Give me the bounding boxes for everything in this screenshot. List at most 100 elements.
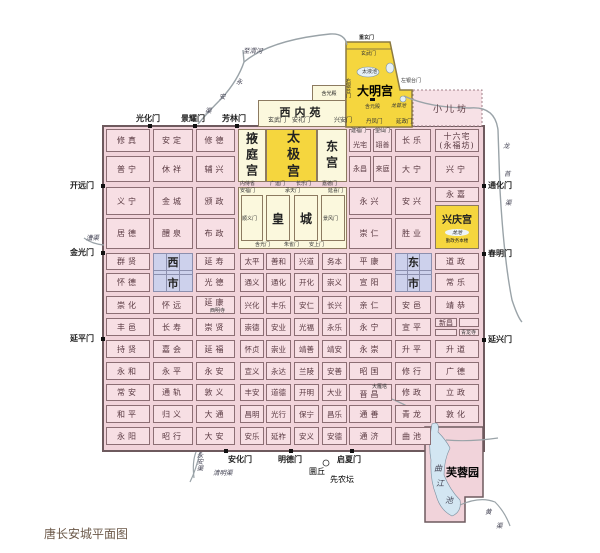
ward: 保宁 (294, 405, 319, 423)
dayan-pagoda: 大雁塔 (372, 384, 388, 390)
anhua-gate[interactable]: 安化门 (228, 455, 252, 464)
guangyun-gate[interactable]: 广运门 (270, 181, 286, 187)
yongan-canal-south (192, 451, 197, 479)
gate-marker (101, 337, 105, 341)
ward: 昭行 (153, 427, 193, 445)
yanxing-gate[interactable]: 延兴门 (488, 335, 512, 344)
taiye-pond-label: 太液池 (362, 69, 378, 75)
canal-to-daming (243, 33, 348, 63)
ward: 归义 (153, 405, 193, 423)
gate-marker (482, 338, 486, 342)
ward: 平康 (349, 253, 392, 270)
ward: 辅兴 (196, 156, 235, 182)
ward: 长乐 (395, 129, 431, 152)
qujiang-pond (429, 422, 461, 517)
anfu-gate[interactable]: 安福门 (240, 188, 256, 194)
yongan-canal-south-label: 永安渠 (195, 452, 203, 472)
ward: 太平 (240, 253, 264, 270)
hanguang-gate[interactable]: 含光门 (255, 242, 271, 248)
xingqing-palace: 兴庆宫 龙池 勤政务本楼 (435, 205, 479, 249)
ward: 延福 (196, 340, 235, 358)
west-inner-garden: 西内苑 (258, 100, 346, 127)
ward: 永宁 (349, 318, 392, 336)
anshang-gate[interactable]: 安上门 (309, 242, 325, 248)
jinguang-gate[interactable]: 金光门 (70, 248, 94, 257)
chongxuan-gate[interactable]: 重玄门 (359, 35, 375, 41)
yongan-canal-label-2: 安 (219, 93, 226, 101)
jiade-gate[interactable]: 嘉德门 (322, 181, 338, 187)
ward: 永达 (266, 362, 291, 380)
huang-canal-label-2: 渠 (496, 522, 503, 530)
gate-marker (224, 449, 228, 453)
ward: 来庭 (373, 156, 392, 182)
danfeng-gate[interactable]: 丹凤门 (366, 119, 383, 125)
ward: 崇贤 (196, 318, 235, 336)
hanyuan-hall-label: 含元殿 (365, 104, 381, 110)
longshou-pond-mark (399, 95, 407, 103)
yanping-gate[interactable]: 延平门 (70, 334, 94, 343)
mingde-gate[interactable]: 明德门 (278, 455, 302, 464)
ward: 通轨 (153, 384, 193, 401)
chengtian-gate[interactable]: 承天门 (285, 188, 301, 194)
long-pond: 龙池 (444, 229, 469, 236)
ward: 亲仁 (349, 296, 392, 314)
ward: 延康 (196, 296, 235, 314)
market-cell (154, 254, 166, 270)
ward: 道政 (435, 253, 479, 270)
ward-subdivision (459, 329, 479, 336)
zhuque-gate[interactable]: 朱雀门 (284, 242, 300, 248)
daming-xuanwu-gate[interactable]: 玄武门 (361, 51, 377, 57)
ward: 永崇 (349, 340, 392, 358)
ward: 丰邑 (106, 318, 150, 336)
market-cell (420, 254, 431, 270)
ward: 靖恭 (435, 296, 479, 314)
market-cell (180, 271, 192, 274)
market-cell (180, 254, 192, 270)
ward: 光福 (294, 318, 319, 336)
wangxian-gate[interactable]: 望仙门 (375, 128, 391, 134)
daming-palace-label: 大明宫 (357, 84, 394, 98)
youyintai-gate[interactable]: 右银台门 (345, 78, 351, 98)
xingan-gate[interactable]: 兴安门 (334, 117, 353, 124)
zuoyintai-gate[interactable]: 左银台门 (401, 78, 422, 84)
yongan-canal-label-1: 永 (236, 78, 243, 86)
ward: 丰安 (240, 384, 264, 401)
changle-gate[interactable]: 长乐门 (296, 181, 312, 187)
chunming-gate[interactable]: 春明门 (488, 249, 512, 258)
market-cell (167, 271, 179, 274)
jianfu-gate[interactable]: 建福门 (351, 128, 367, 134)
yanxi-gate[interactable]: 延喜门 (328, 188, 344, 194)
jingyao-gate[interactable]: 景耀门 (181, 114, 205, 123)
ward: 大通 (196, 405, 235, 423)
ward: 延祚 (266, 427, 291, 445)
guanghua-gate[interactable]: 光化门 (136, 114, 160, 123)
ward: 永和 (106, 362, 150, 380)
ward: 曲池 (395, 427, 431, 445)
furong-garden-label: 芙蓉园 (446, 466, 479, 479)
shunyi-gate[interactable]: 顺义门 (242, 216, 258, 222)
jingfeng-gate[interactable]: 景风门 (323, 216, 339, 222)
xuanwu-gate[interactable]: 玄武门 (268, 117, 287, 124)
ward: 永嘉 (435, 187, 479, 202)
ward-subdivision (459, 318, 479, 327)
ward: 大业 (322, 384, 347, 401)
anli-gate[interactable]: 安礼门 (292, 117, 311, 124)
longshou-canal-label-1: 龙 (503, 142, 510, 150)
ward: 新昌 (435, 318, 457, 327)
ward: 宣阳 (349, 273, 392, 292)
ward: 开明 (294, 384, 319, 401)
ward: 安业 (266, 318, 291, 336)
market-cell (180, 275, 192, 291)
yanzheng-gate[interactable]: 延政门 (396, 119, 413, 125)
ward: 崇仁 (349, 218, 392, 249)
ward: 通济 (349, 427, 392, 445)
ward: 十六宅(永福坊) (435, 129, 479, 152)
yuanqiu-label: 圜丘 (309, 467, 325, 476)
ward: 群贤 (106, 253, 150, 270)
fanglin-gate[interactable]: 芳林门 (222, 114, 246, 123)
gate-marker (148, 124, 152, 128)
ward: 休祥 (153, 156, 193, 182)
kaiyuan-gate[interactable]: 开远门 (70, 181, 94, 190)
tonghua-gate[interactable]: 通化门 (488, 181, 512, 190)
qixia-gate[interactable]: 启夏门 (337, 455, 361, 464)
